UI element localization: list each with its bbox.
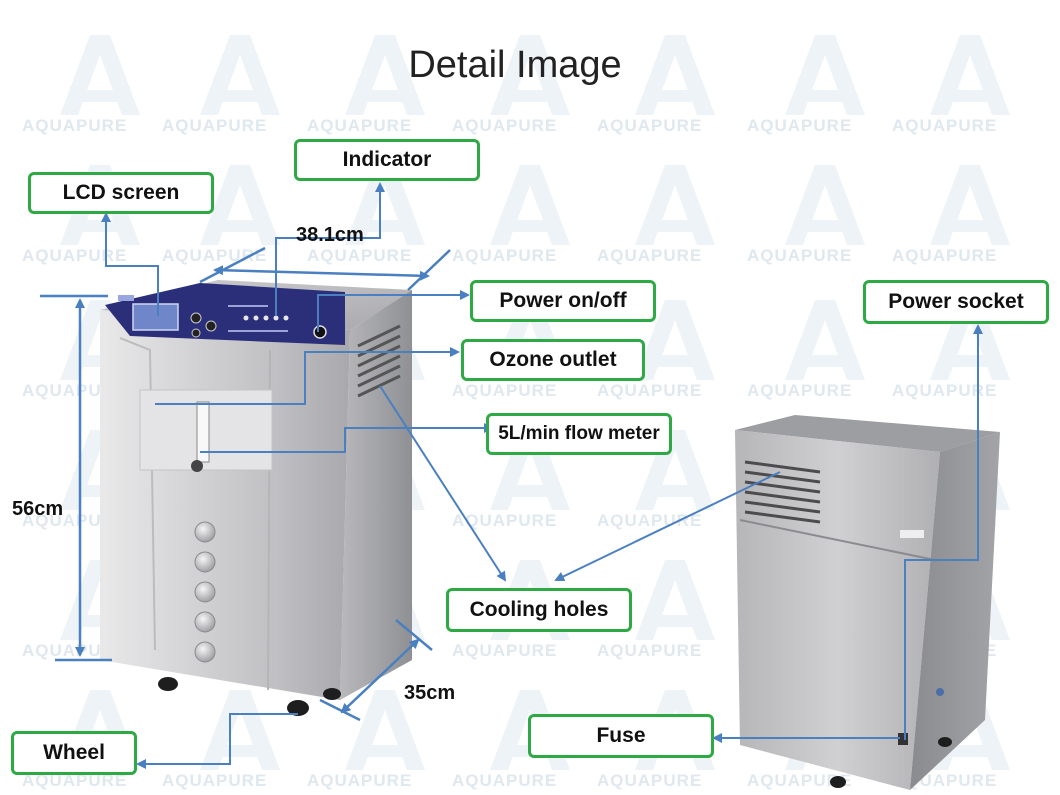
callout-flow-meter: 5L/min flow meter <box>486 413 672 455</box>
indicator-lights <box>243 315 289 321</box>
watermark-text: AQUAPURE <box>747 771 853 790</box>
page-title: Detail Image <box>408 44 622 86</box>
watermark-text: AQUAPURE <box>307 116 413 135</box>
watermark-text: AQUAPURE <box>22 771 128 790</box>
watermark-text: AQUAPURE <box>162 771 268 790</box>
callout-wheel: Wheel <box>11 731 137 775</box>
watermark-text: AQUAPURE <box>452 771 558 790</box>
watermark-text: AQUAPURE <box>307 246 413 265</box>
watermark-text: AQUAPURE <box>307 771 413 790</box>
power-switch <box>313 325 327 339</box>
ozone-generator-back <box>735 415 1000 790</box>
watermark-text: AQUAPURE <box>22 116 128 135</box>
callout-power-socket: Power socket <box>863 280 1049 324</box>
watermark-text: AQUAPURE <box>597 116 703 135</box>
watermark-text: AQUAPURE <box>597 246 703 265</box>
fuse-holder <box>898 733 908 745</box>
watermark-text: AQUAPURE <box>452 116 558 135</box>
callout-power-onoff: Power on/off <box>470 280 656 322</box>
watermark-text: AQUAPURE <box>597 511 703 530</box>
dimension-depth-label: 35cm <box>404 682 456 704</box>
watermark-text: AQUAPURE <box>452 246 558 265</box>
cooling-vents <box>357 324 401 398</box>
callout-fuse: Fuse <box>528 714 714 758</box>
watermark-text: AQUAPURE <box>597 771 703 790</box>
watermark-text: AQUAPURE <box>892 246 998 265</box>
watermark-text: AQUAPURE <box>22 246 128 265</box>
watermark-text: AQUAPURE <box>892 116 998 135</box>
leader-arrows <box>101 182 983 769</box>
ozone-generator-front <box>100 280 412 716</box>
watermark-text: AQUAPURE <box>597 641 703 660</box>
watermark-text: AQUAPURE <box>747 246 853 265</box>
watermark-text: AQUAPURE <box>162 116 268 135</box>
wheels <box>158 677 341 716</box>
dimension-width-label: 38.1cm <box>296 224 364 246</box>
watermark-text: AQUAPURE <box>452 381 558 400</box>
lcd-screen <box>132 303 179 331</box>
watermark-text: AQUAPURE <box>452 511 558 530</box>
watermark-text: AQUAPURE <box>452 641 558 660</box>
callout-ozone-outlet: Ozone outlet <box>461 339 645 381</box>
callout-lcd-screen: LCD screen <box>28 172 214 214</box>
watermark-text: AQUAPURE <box>597 381 703 400</box>
callout-indicator: Indicator <box>294 139 480 181</box>
dimension-lines <box>40 246 451 722</box>
watermark-text: AQUAPURE <box>892 381 998 400</box>
watermark-text: AQUAPURE <box>747 381 853 400</box>
dimension-height-label: 56cm <box>12 498 64 520</box>
callout-cooling-holes: Cooling holes <box>446 588 632 632</box>
front-buttons <box>194 521 216 663</box>
watermark-text: AQUAPURE <box>747 116 853 135</box>
